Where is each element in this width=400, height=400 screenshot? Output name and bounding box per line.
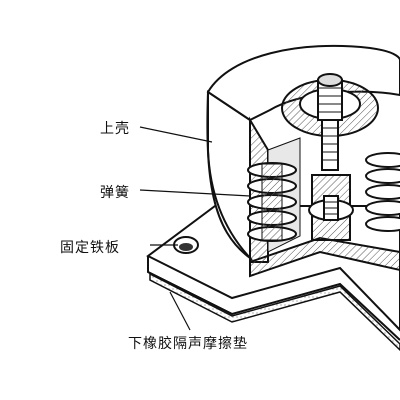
label-fixed-plate: 固定铁板 [60,240,120,256]
spring-left [247,162,297,242]
top-cap [281,73,379,171]
center-boss [308,174,354,241]
label-rubber-pad: 下橡胶隔声摩擦垫 [128,336,248,352]
upper-shell [206,44,400,278]
leader-lines [139,126,251,331]
spring-right [365,152,400,232]
rubber-pad [149,272,400,352]
label-upper-shell: 上壳 [100,121,130,137]
label-spring: 弹簧 [100,185,130,201]
